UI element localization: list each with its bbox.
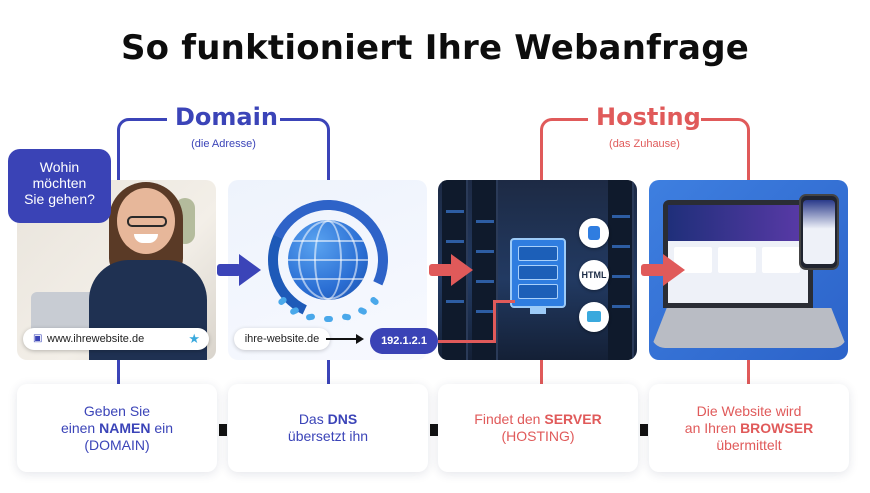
resolve-arrow-icon: [326, 334, 364, 344]
step-card-server: Findet den SERVER (HOSTING): [438, 384, 638, 472]
step-card-domain: Geben Sie einen NAMEN ein (DOMAIN): [17, 384, 217, 472]
laptop-screen: [663, 200, 813, 308]
card-keyword: NAMEN: [99, 419, 151, 436]
connector-line: [540, 360, 543, 386]
signal-dot: [357, 306, 368, 316]
domain-label: Domain: [167, 103, 280, 131]
arrow-right-icon: [217, 254, 261, 286]
card-text: übersetzt ihn: [287, 428, 369, 444]
smartphone-icon: [799, 194, 839, 270]
hosting-sublabel: (das Zuhause): [609, 138, 680, 150]
card-text: Findet den: [474, 411, 545, 427]
smile-icon: [134, 234, 158, 243]
card-line: Findet den SERVER: [438, 411, 638, 428]
star-icon[interactable]: ★: [188, 331, 200, 346]
card-line: Die Website wird: [649, 403, 849, 420]
card-line: übersetzt ihn: [228, 428, 428, 445]
card-line: (DOMAIN): [17, 437, 217, 454]
route-line: [493, 300, 515, 303]
server-rack: [608, 180, 634, 360]
question-bubble: Wohin möchten Sie gehen?: [8, 149, 111, 223]
website-card: [762, 247, 800, 273]
card-text: (HOSTING): [501, 428, 575, 444]
connector-line: [747, 360, 750, 386]
card-keyword: BROWSER: [740, 419, 814, 436]
server-icon: [510, 238, 566, 308]
card-text: Das: [298, 411, 328, 427]
laptop-keyboard: [651, 308, 847, 348]
step-card-browser: Die Website wird an Ihren BROWSER übermi…: [649, 384, 849, 472]
image-icon: [579, 302, 609, 332]
connector-line: [117, 360, 120, 386]
separator: [640, 424, 648, 436]
url-bar[interactable]: ▣ www.ihrewebsite.de ★: [23, 328, 209, 350]
signal-dot: [305, 313, 316, 321]
card-line: Das DNS: [228, 411, 428, 428]
card-keyword: SERVER: [544, 411, 602, 427]
card-keyword: DNS: [327, 411, 358, 427]
glasses-icon: [127, 216, 167, 227]
card-text: übermittelt: [716, 436, 782, 453]
card-text: Geben Sie: [83, 402, 151, 419]
arrow-right-icon: [641, 254, 685, 286]
step-card-dns: Das DNS übersetzt ihn: [228, 384, 428, 472]
domain-input[interactable]: ihre-website.de: [234, 328, 330, 350]
route-line: [438, 340, 496, 343]
bubble-line: Wohin: [39, 159, 80, 175]
card-text: ein: [150, 419, 174, 436]
diagram-title: So funktioniert Ihre Webanfrage: [121, 28, 749, 68]
arrow-right-icon: [429, 254, 473, 286]
signal-dot: [341, 313, 352, 321]
bubble-line: Sie gehen?: [24, 191, 95, 207]
connector-line: [327, 360, 330, 386]
card-line: übermittelt: [649, 437, 849, 454]
card-line: (HOSTING): [438, 428, 638, 445]
hosting-label: Hosting: [588, 103, 701, 131]
server-base: [530, 308, 546, 314]
lock-icon: ▣: [33, 333, 43, 344]
website-card: [718, 247, 756, 273]
ip-address-badge: 192.1.2.1: [370, 328, 438, 354]
database-icon: [579, 218, 609, 248]
signal-dot: [324, 316, 333, 322]
website-hero: [668, 205, 808, 241]
globe-icon: [288, 220, 368, 300]
server-panel: HTML: [438, 180, 637, 360]
signal-dot: [369, 295, 380, 307]
separator: [219, 424, 227, 436]
html-icon: HTML: [579, 260, 609, 290]
card-line: an Ihren BROWSER: [649, 420, 849, 437]
card-text: an Ihren: [684, 419, 741, 436]
url-text: www.ihrewebsite.de: [47, 333, 145, 345]
card-text: Die Website wird: [696, 402, 802, 419]
card-line: einen NAMEN ein: [17, 420, 217, 437]
card-line: Geben Sie: [17, 403, 217, 420]
route-line: [493, 300, 496, 343]
browser-panel: [649, 180, 848, 360]
separator: [430, 424, 438, 436]
card-text: (DOMAIN): [84, 436, 150, 453]
domain-sublabel: (die Adresse): [191, 138, 256, 150]
bubble-line: möchten: [32, 175, 87, 191]
card-text: einen: [60, 419, 100, 436]
